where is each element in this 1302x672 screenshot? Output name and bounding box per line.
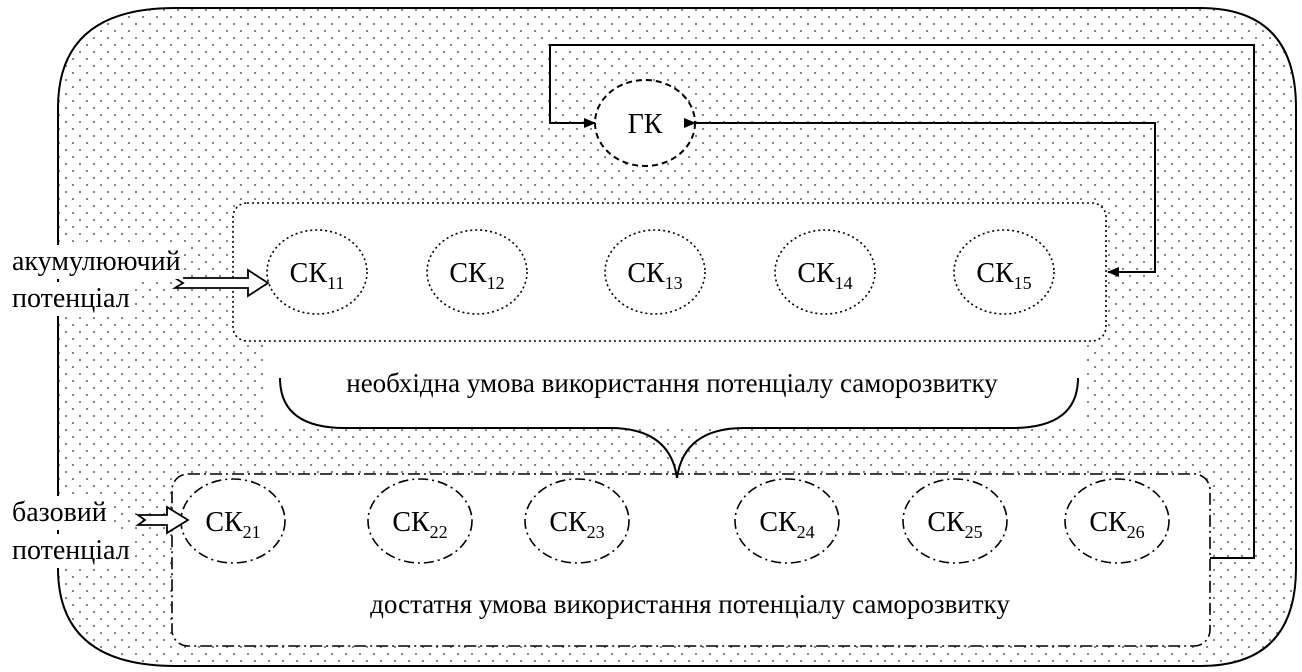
group1-node-15 [953,229,1055,315]
group2-nodes: СК21 СК22 СК23 СК24 СК25 СК26 [180,478,1170,564]
group1-node-14 [774,229,876,315]
group2-box [171,473,1211,647]
group2-node-label-26: СК26 [1089,507,1144,542]
group1-node-11 [266,229,368,315]
group2-node-label-24: СК24 [759,507,814,542]
group2-node-24 [734,478,840,564]
group1-node-label-15: СК15 [976,258,1031,293]
group2-node-label-22: СК22 [392,507,447,542]
group1-node-label-12: СК12 [449,258,504,293]
group2-node-26 [1064,478,1170,564]
group1-node-label-11: СК11 [290,258,345,293]
feedback-inner-line [684,118,1156,277]
group1-node-13 [604,229,706,315]
group2-node-23 [524,478,630,564]
group2-input-label-line2: потенціал [10,534,132,568]
top-node-gk-label: ГК [628,109,663,140]
group2-condition-text: достатня умова використання потенціалу с… [370,589,1010,619]
group2-node-22 [367,478,473,564]
group1-node-12 [426,229,528,315]
group2-node-25 [902,478,1008,564]
group1-input-arrow [171,268,270,298]
group-brace [279,377,1079,479]
group1-nodes: СК11 СК12 СК13 СК14 СК15 [266,229,1055,315]
group2-node-label-23: СК23 [549,507,604,542]
feedback-outer-line [549,44,1255,559]
group1-condition-text: необхідна умова використання потенціалу … [346,368,998,398]
group2-input-label-line1: базовий [10,496,109,530]
group1-input-label-line1: акумулюючий [10,245,183,279]
group1-node-label-14: СК14 [797,258,852,293]
group1-node-label-13: СК13 [627,258,682,293]
group2-node-label-25: СК25 [927,507,982,542]
group2-input-arrow [135,505,190,535]
group1-input-label-line2: потенціал [10,282,132,316]
group2-node-label-21: СК21 [205,507,260,542]
group1-condition-bg [266,344,1084,424]
